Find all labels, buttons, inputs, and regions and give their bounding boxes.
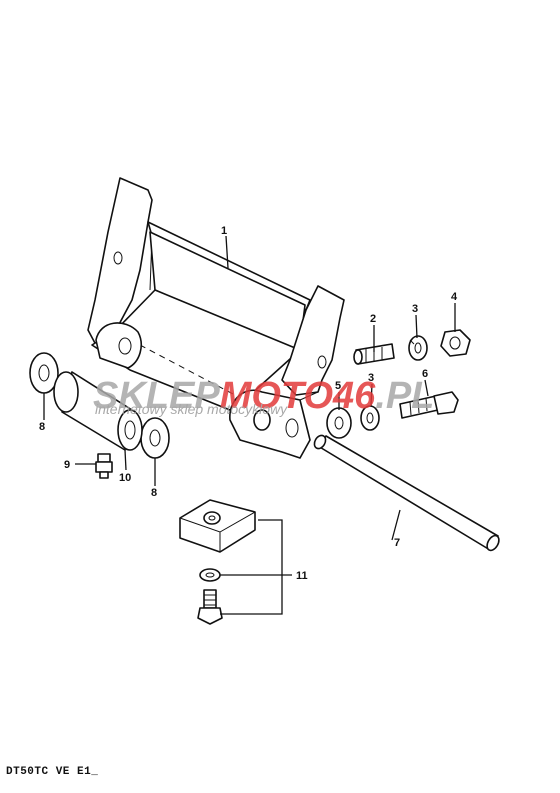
callout-labels: 1 2 3 4 5 3 6 7 8 8 9 10 11 [39,225,458,582]
callout-3-upper: 3 [412,303,418,315]
small-bolt [197,589,223,625]
pivot-shaft [313,434,500,552]
hex-bolt [399,391,459,419]
washer-right [140,417,170,459]
callout-10: 10 [119,472,131,484]
callout-3-lower: 3 [368,372,374,384]
callout-11: 11 [296,570,308,582]
callout-6: 6 [422,368,428,380]
callout-9: 9 [64,459,70,471]
watermark-tagline: internetowy sklep motocyklowy [95,401,288,417]
lock-washer-upper [408,335,428,361]
spacer-bushing [53,371,143,451]
callout-8-right: 8 [151,487,157,499]
flat-washer [326,407,352,439]
callout-2: 2 [370,313,376,325]
hex-nut [440,329,471,357]
grease-nipple [95,453,113,479]
screw [353,343,395,365]
watermark: SKLEPMOTO46.PL internetowy sklep motocyk… [93,375,434,417]
washer-left [29,352,59,394]
callout-7: 7 [394,537,400,549]
callout-4: 4 [451,291,458,303]
stopper-block [179,499,256,553]
small-washer [199,568,221,582]
leader-lines [43,235,456,615]
callout-5: 5 [335,380,341,392]
diagram-code: DT50TC VE E1_ [6,766,99,778]
callout-8-left: 8 [39,421,45,433]
lock-washer-lower [360,405,380,431]
watermark-brand-left: SKLEPMOTO46.PL [93,375,434,417]
clamp-bracket [87,177,345,459]
callout-1: 1 [221,225,227,237]
